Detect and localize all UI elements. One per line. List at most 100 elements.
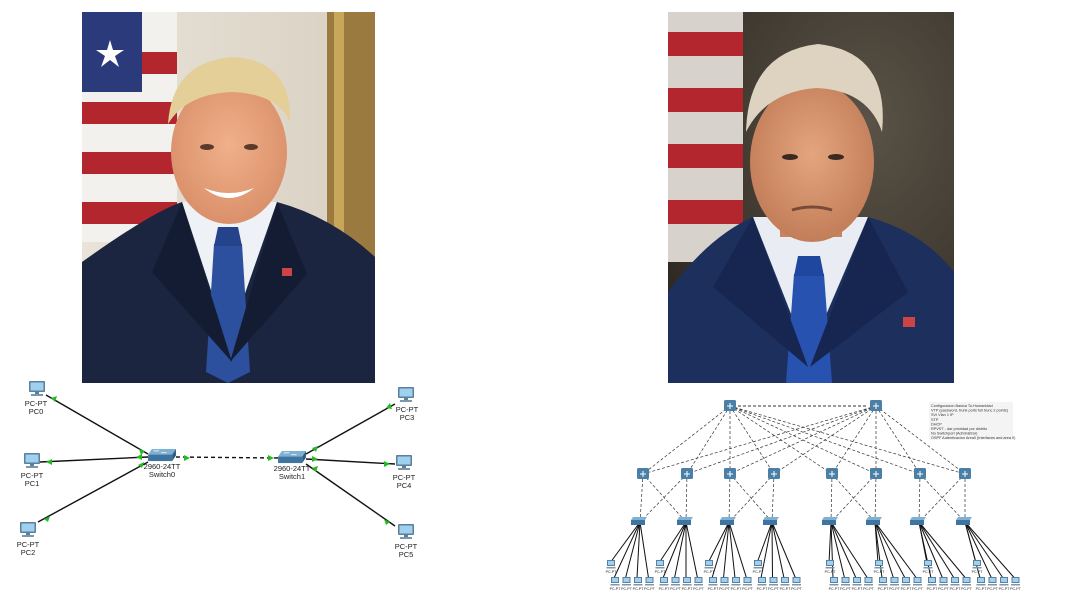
access-switch[interactable] [822, 517, 838, 525]
switch-node-switch0[interactable]: 2960-24TT Switch0 [144, 449, 181, 479]
link-access-pc [874, 521, 917, 579]
link-dist-access [918, 473, 966, 523]
pc-name-label: PC2 [21, 548, 36, 557]
pc-node[interactable]: PC-PT [753, 560, 765, 574]
pc-node[interactable]: PC-PT [644, 577, 656, 591]
distribution-switch[interactable] [959, 468, 971, 479]
pc-screen [925, 561, 931, 565]
pc-node-pc0[interactable]: PC-PT PC0 [25, 381, 48, 416]
pc-node-pc3[interactable]: PC-PT PC3 [396, 387, 419, 422]
distribution-switch[interactable] [826, 468, 838, 479]
pc-node[interactable]: PC-PT [791, 577, 803, 591]
pc-screen [672, 578, 679, 582]
pc-keyboard [923, 567, 933, 569]
pc-node[interactable]: PC-PT [825, 560, 837, 574]
pc-node[interactable]: PC-PT [757, 577, 769, 591]
link-dist-access [639, 473, 688, 523]
multilayer-switch-arrows [640, 471, 646, 477]
core-switch[interactable] [724, 400, 736, 411]
pc-node[interactable]: PC-PT [768, 577, 780, 591]
pc-model-label: PC-PT [950, 587, 962, 591]
pc-screen [989, 578, 996, 582]
multilayer-switch-arrows [873, 403, 879, 409]
switch-node-switch1[interactable]: 2960-24TT Switch1 [274, 451, 311, 481]
pc-node[interactable]: PC-PT [693, 577, 705, 591]
distribution-switch[interactable] [768, 468, 780, 479]
pc-keyboard [890, 584, 899, 586]
switch-icon [822, 517, 838, 520]
pc-node[interactable]: PC-PT [682, 577, 694, 591]
pc-node[interactable]: PC-PT [633, 577, 645, 591]
note-line: SVI Vlan 1 IP [931, 413, 954, 417]
link-access-pc [964, 521, 981, 579]
pc-node[interactable]: PC-PT [610, 577, 622, 591]
pc-node[interactable]: PC-PT [938, 577, 950, 591]
pc-screen [782, 578, 788, 582]
pc-node[interactable]: PC-PT [621, 577, 633, 591]
pc-node[interactable]: PC-PT [923, 560, 935, 574]
pc-node[interactable]: PC-PT [731, 577, 743, 591]
pc-node[interactable]: PC-PT [889, 577, 901, 591]
pc-node[interactable]: PC-PT [704, 560, 716, 574]
pc-node[interactable]: PC-PT [927, 577, 939, 591]
pc-node[interactable]: PC-PT [780, 577, 792, 591]
pc-node[interactable]: PC-PT [606, 560, 618, 574]
pc-keyboard [720, 584, 729, 586]
pc-node[interactable]: PC-PT [655, 560, 667, 574]
pc-model-label: PC-PT [704, 570, 716, 574]
distribution-switch[interactable] [724, 468, 736, 479]
pc-node-pc2[interactable]: PC-PT PC2 [17, 522, 40, 557]
pc-node-pc4[interactable]: PC-PT PC4 [393, 455, 416, 490]
link-access-pc [830, 521, 857, 579]
pc-node[interactable]: PC-PT [878, 577, 890, 591]
access-switch[interactable] [763, 517, 779, 525]
pc-node[interactable]: PC-PT [840, 577, 852, 591]
pc-screen [770, 578, 777, 582]
core-switch[interactable] [870, 400, 882, 411]
distribution-switch[interactable] [914, 468, 926, 479]
pc-node[interactable]: PC-PT [950, 577, 962, 591]
pc-node[interactable]: PC-PT [874, 560, 886, 574]
pc-keyboard [792, 584, 801, 586]
pc-screen [963, 578, 970, 582]
pc-node[interactable]: PC-PT [961, 577, 973, 591]
pc-node[interactable]: PC-PT [852, 577, 864, 591]
access-switch[interactable] [866, 517, 882, 525]
pc-node[interactable]: PC-PT [708, 577, 720, 591]
access-switch[interactable] [910, 517, 926, 525]
pc-screen [929, 578, 935, 582]
pc-node[interactable]: PC-PT [987, 577, 999, 591]
switch-body [720, 520, 734, 525]
pc-node[interactable]: PC-PT [670, 577, 682, 591]
access-switch[interactable] [956, 517, 972, 525]
pc-node[interactable]: PC-PT [829, 577, 841, 591]
distribution-switch[interactable] [870, 468, 882, 479]
pc-model-label: PC-PT [912, 587, 924, 591]
link-access-pc [874, 521, 906, 579]
pc-node[interactable]: PC-PT [912, 577, 924, 591]
link-core-dist [642, 405, 877, 475]
pc-keyboard [704, 567, 714, 569]
access-switch[interactable] [720, 517, 736, 525]
pc-keyboard [976, 584, 986, 586]
pc-node[interactable]: PC-PT [742, 577, 754, 591]
pc-node[interactable]: PC-PT [972, 560, 984, 574]
distribution-switch[interactable] [681, 468, 693, 479]
distribution-switch[interactable] [637, 468, 649, 479]
pc-keyboard [659, 584, 669, 586]
access-switch[interactable] [631, 517, 647, 525]
pc-screen [661, 578, 667, 582]
pc-node-pc1[interactable]: PC-PT PC1 [21, 453, 44, 488]
pc-node-pc5[interactable]: PC-PT PC5 [395, 524, 418, 559]
access-switch[interactable] [677, 517, 693, 525]
pc-keyboard [988, 584, 997, 586]
pc-node[interactable]: PC-PT [719, 577, 731, 591]
pc-node[interactable]: PC-PT [999, 577, 1011, 591]
pc-node[interactable]: PC-PT [659, 577, 671, 591]
pc-node[interactable]: PC-PT [863, 577, 875, 591]
pc-model-label: PC-PT [768, 587, 780, 591]
pc-node[interactable]: PC-PT [976, 577, 988, 591]
pc-node[interactable]: PC-PT [901, 577, 913, 591]
pc-node[interactable]: PC-PT [1010, 577, 1022, 591]
